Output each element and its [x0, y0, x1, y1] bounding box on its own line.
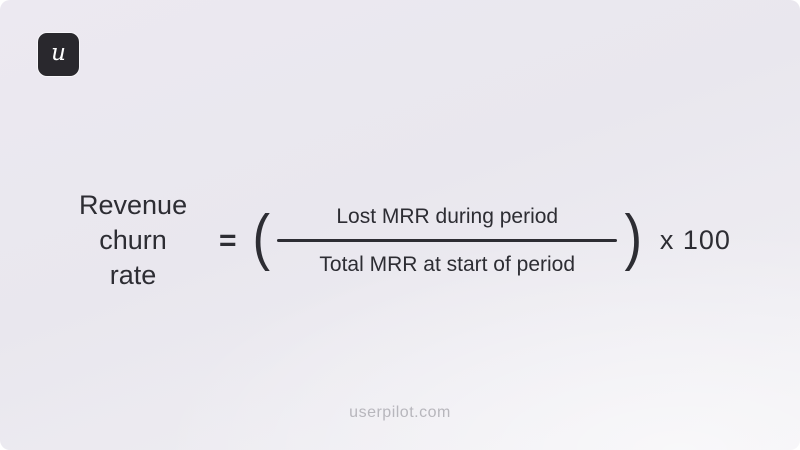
revenue-churn-rate-formula: Revenue churn rate = ( Lost MRR during p… — [0, 188, 800, 293]
userpilot-logo-letter: u — [51, 40, 66, 66]
fraction-numerator: Lost MRR during period — [336, 205, 559, 229]
fraction: Lost MRR during period Total MRR at star… — [277, 204, 618, 276]
fraction-denominator: Total MRR at start of period — [319, 252, 576, 276]
open-parenthesis: ( — [252, 202, 270, 272]
equals-sign: = — [219, 223, 237, 257]
fraction-bar — [277, 238, 618, 242]
multiplier-text: x 100 — [659, 225, 731, 255]
formula-term-line-2: churn — [99, 225, 167, 255]
formula-term-label: Revenue churn rate — [69, 188, 197, 293]
footer-watermark: userpilot.com — [349, 404, 451, 421]
userpilot-logo: u — [38, 33, 79, 76]
formula-term-line-1: Revenue — [79, 190, 188, 220]
formula-term-line-3: rate — [109, 260, 157, 290]
close-parenthesis: ) — [624, 202, 643, 272]
